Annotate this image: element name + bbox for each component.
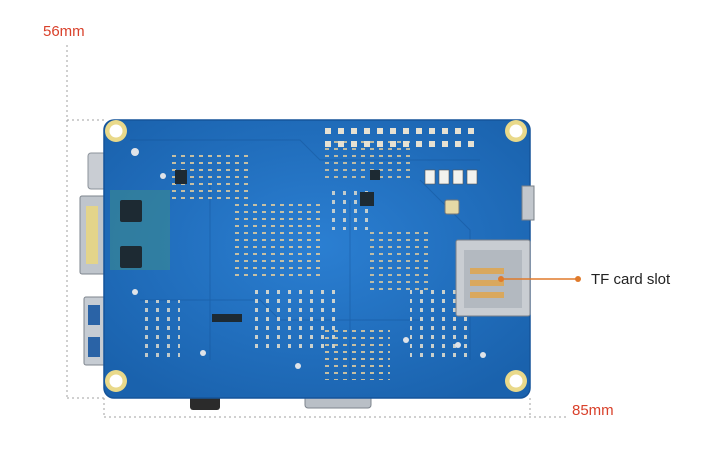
tf-card-slot-label: TF card slot (591, 271, 671, 288)
tf-card-slot (455, 239, 531, 317)
chips (110, 170, 460, 322)
width-dimension-label: 85mm (572, 402, 614, 419)
callout-pointer (498, 276, 581, 282)
gpio-pads (325, 128, 474, 147)
mounting-holes (105, 120, 527, 392)
height-dimension-label: 56mm (43, 23, 85, 40)
height-dimension-line (66, 45, 104, 399)
component-clusters (140, 140, 470, 380)
side-connectors (79, 152, 107, 366)
width-dimension-line (103, 398, 568, 418)
